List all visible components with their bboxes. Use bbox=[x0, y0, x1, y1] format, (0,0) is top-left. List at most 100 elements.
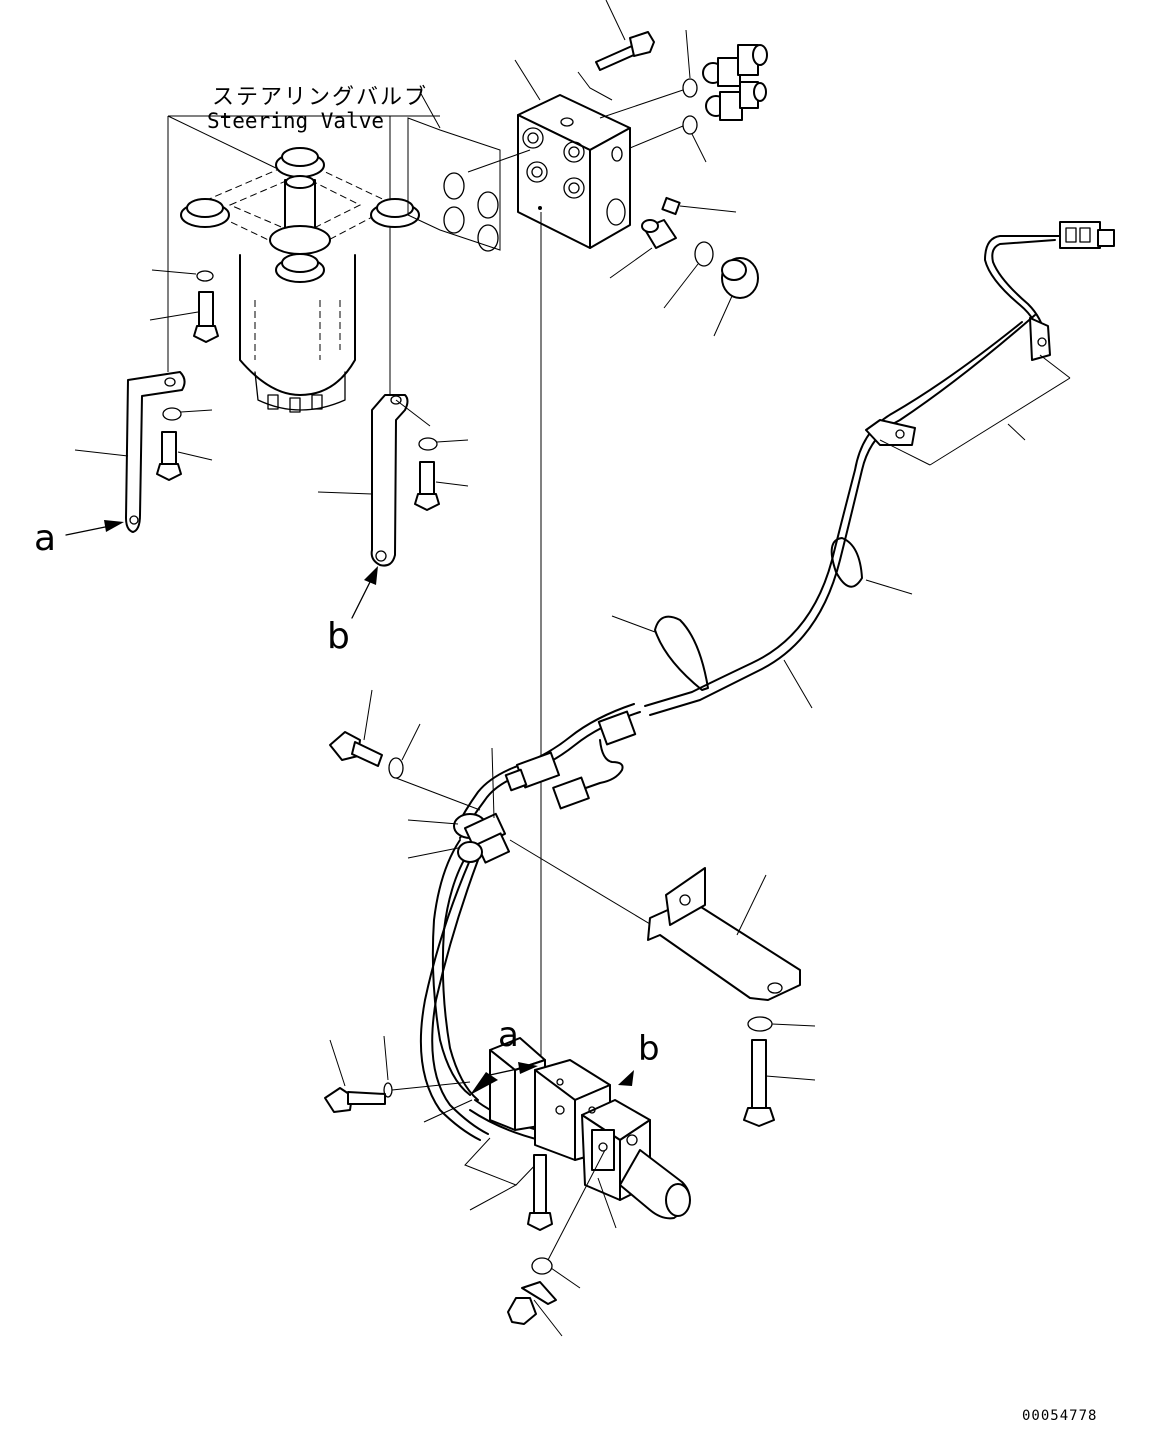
oring-icon bbox=[443, 206, 465, 234]
leader-line bbox=[180, 409, 213, 413]
leader-line bbox=[464, 1137, 518, 1211]
steering-valve-assembly bbox=[180, 147, 420, 413]
leader-line bbox=[363, 689, 373, 741]
valve-block bbox=[517, 94, 631, 249]
oring-group-outline bbox=[407, 117, 501, 251]
leader-line bbox=[547, 1149, 606, 1261]
leader-line bbox=[383, 1035, 389, 1081]
bolt-icon bbox=[324, 1087, 386, 1113]
connector-icon bbox=[552, 776, 590, 810]
leader-line bbox=[467, 149, 531, 173]
washer-icon bbox=[162, 407, 182, 421]
arrow-line bbox=[489, 1067, 523, 1076]
leader-line bbox=[765, 1075, 816, 1081]
leader-line bbox=[679, 205, 737, 213]
cable-tie-icon bbox=[654, 615, 709, 691]
leader-line bbox=[395, 777, 481, 811]
bolt-icon bbox=[743, 1039, 775, 1127]
washer-icon bbox=[196, 270, 214, 282]
arrow-head-icon bbox=[470, 1072, 498, 1095]
washer-icon bbox=[418, 437, 438, 451]
leader-line bbox=[1007, 423, 1026, 441]
arrow-head-icon bbox=[104, 520, 124, 532]
bracket-right bbox=[370, 394, 409, 567]
oring-icon bbox=[477, 191, 499, 219]
leader-line bbox=[491, 747, 495, 819]
leader-line bbox=[514, 59, 541, 101]
plug-icon bbox=[661, 196, 681, 216]
leader-line bbox=[423, 1099, 473, 1123]
leader-line bbox=[436, 439, 469, 443]
leader-line bbox=[605, 0, 626, 41]
clamp-icon bbox=[1029, 317, 1051, 361]
leader-line bbox=[74, 449, 129, 457]
connector-icon bbox=[504, 751, 561, 792]
cap-icon bbox=[721, 257, 759, 299]
callout-a: a bbox=[34, 518, 56, 559]
drawing-number: 00054778 bbox=[1022, 1408, 1097, 1424]
arrow-head-icon bbox=[364, 566, 378, 585]
bolt-icon bbox=[156, 431, 182, 481]
washer-icon bbox=[388, 757, 404, 779]
washer-icon bbox=[531, 1257, 553, 1275]
cable-tie-icon bbox=[830, 537, 863, 588]
leader-line bbox=[597, 1177, 617, 1229]
leader-line bbox=[151, 269, 197, 275]
leader-line bbox=[865, 579, 913, 595]
arrow-head-icon bbox=[518, 1062, 538, 1074]
clamp-icon bbox=[865, 419, 916, 446]
leader-line bbox=[577, 71, 613, 101]
leader-line bbox=[771, 1023, 816, 1027]
bolt-icon bbox=[193, 291, 219, 343]
bolt-icon bbox=[414, 461, 440, 511]
bolt-icon bbox=[595, 31, 655, 71]
leader-line bbox=[533, 1299, 563, 1337]
leader-line bbox=[599, 89, 684, 119]
washer-icon bbox=[747, 1016, 773, 1032]
leader-line bbox=[435, 481, 469, 487]
bracket-plate bbox=[647, 867, 801, 1001]
leader-line bbox=[685, 29, 691, 79]
leader-line bbox=[611, 615, 656, 633]
connector-icon bbox=[597, 710, 637, 746]
title-leader-mid bbox=[167, 115, 281, 171]
callout-b: b bbox=[327, 616, 350, 657]
bolt-icon bbox=[527, 1154, 553, 1231]
leader-line bbox=[401, 723, 421, 761]
leader-line bbox=[329, 1039, 346, 1087]
leader-line bbox=[879, 439, 931, 466]
connector-icon bbox=[1059, 221, 1115, 249]
arrow-head-icon bbox=[618, 1070, 634, 1086]
leader-line bbox=[395, 399, 431, 427]
leader-line bbox=[1039, 354, 1071, 379]
bolt-icon bbox=[507, 1281, 557, 1325]
leader-line bbox=[419, 91, 441, 129]
leader-line bbox=[550, 1267, 581, 1289]
callout-b-2: b bbox=[638, 1029, 660, 1069]
arrow-line bbox=[351, 581, 371, 619]
leader-line bbox=[177, 451, 213, 461]
leader-line bbox=[736, 874, 767, 936]
leader-line bbox=[663, 263, 699, 309]
oring-icon bbox=[443, 172, 465, 200]
leader-line bbox=[713, 295, 733, 337]
leader-line bbox=[391, 1081, 471, 1091]
wiring-harness bbox=[419, 235, 1064, 1173]
leader-line bbox=[149, 311, 199, 321]
leader-line bbox=[929, 377, 1071, 466]
bolt-icon bbox=[329, 731, 383, 767]
fitting-icon bbox=[702, 44, 768, 87]
leader-line bbox=[407, 819, 459, 825]
oring-icon bbox=[682, 115, 698, 135]
leader-line bbox=[691, 133, 707, 163]
leader-line bbox=[317, 491, 373, 495]
pin-icon bbox=[641, 219, 677, 249]
leader-line bbox=[509, 839, 661, 931]
callout-a-2: a bbox=[498, 1015, 519, 1055]
leader-line bbox=[609, 247, 653, 279]
oring-icon bbox=[682, 78, 698, 98]
leader-line bbox=[407, 847, 459, 859]
washer-icon bbox=[383, 1082, 393, 1098]
